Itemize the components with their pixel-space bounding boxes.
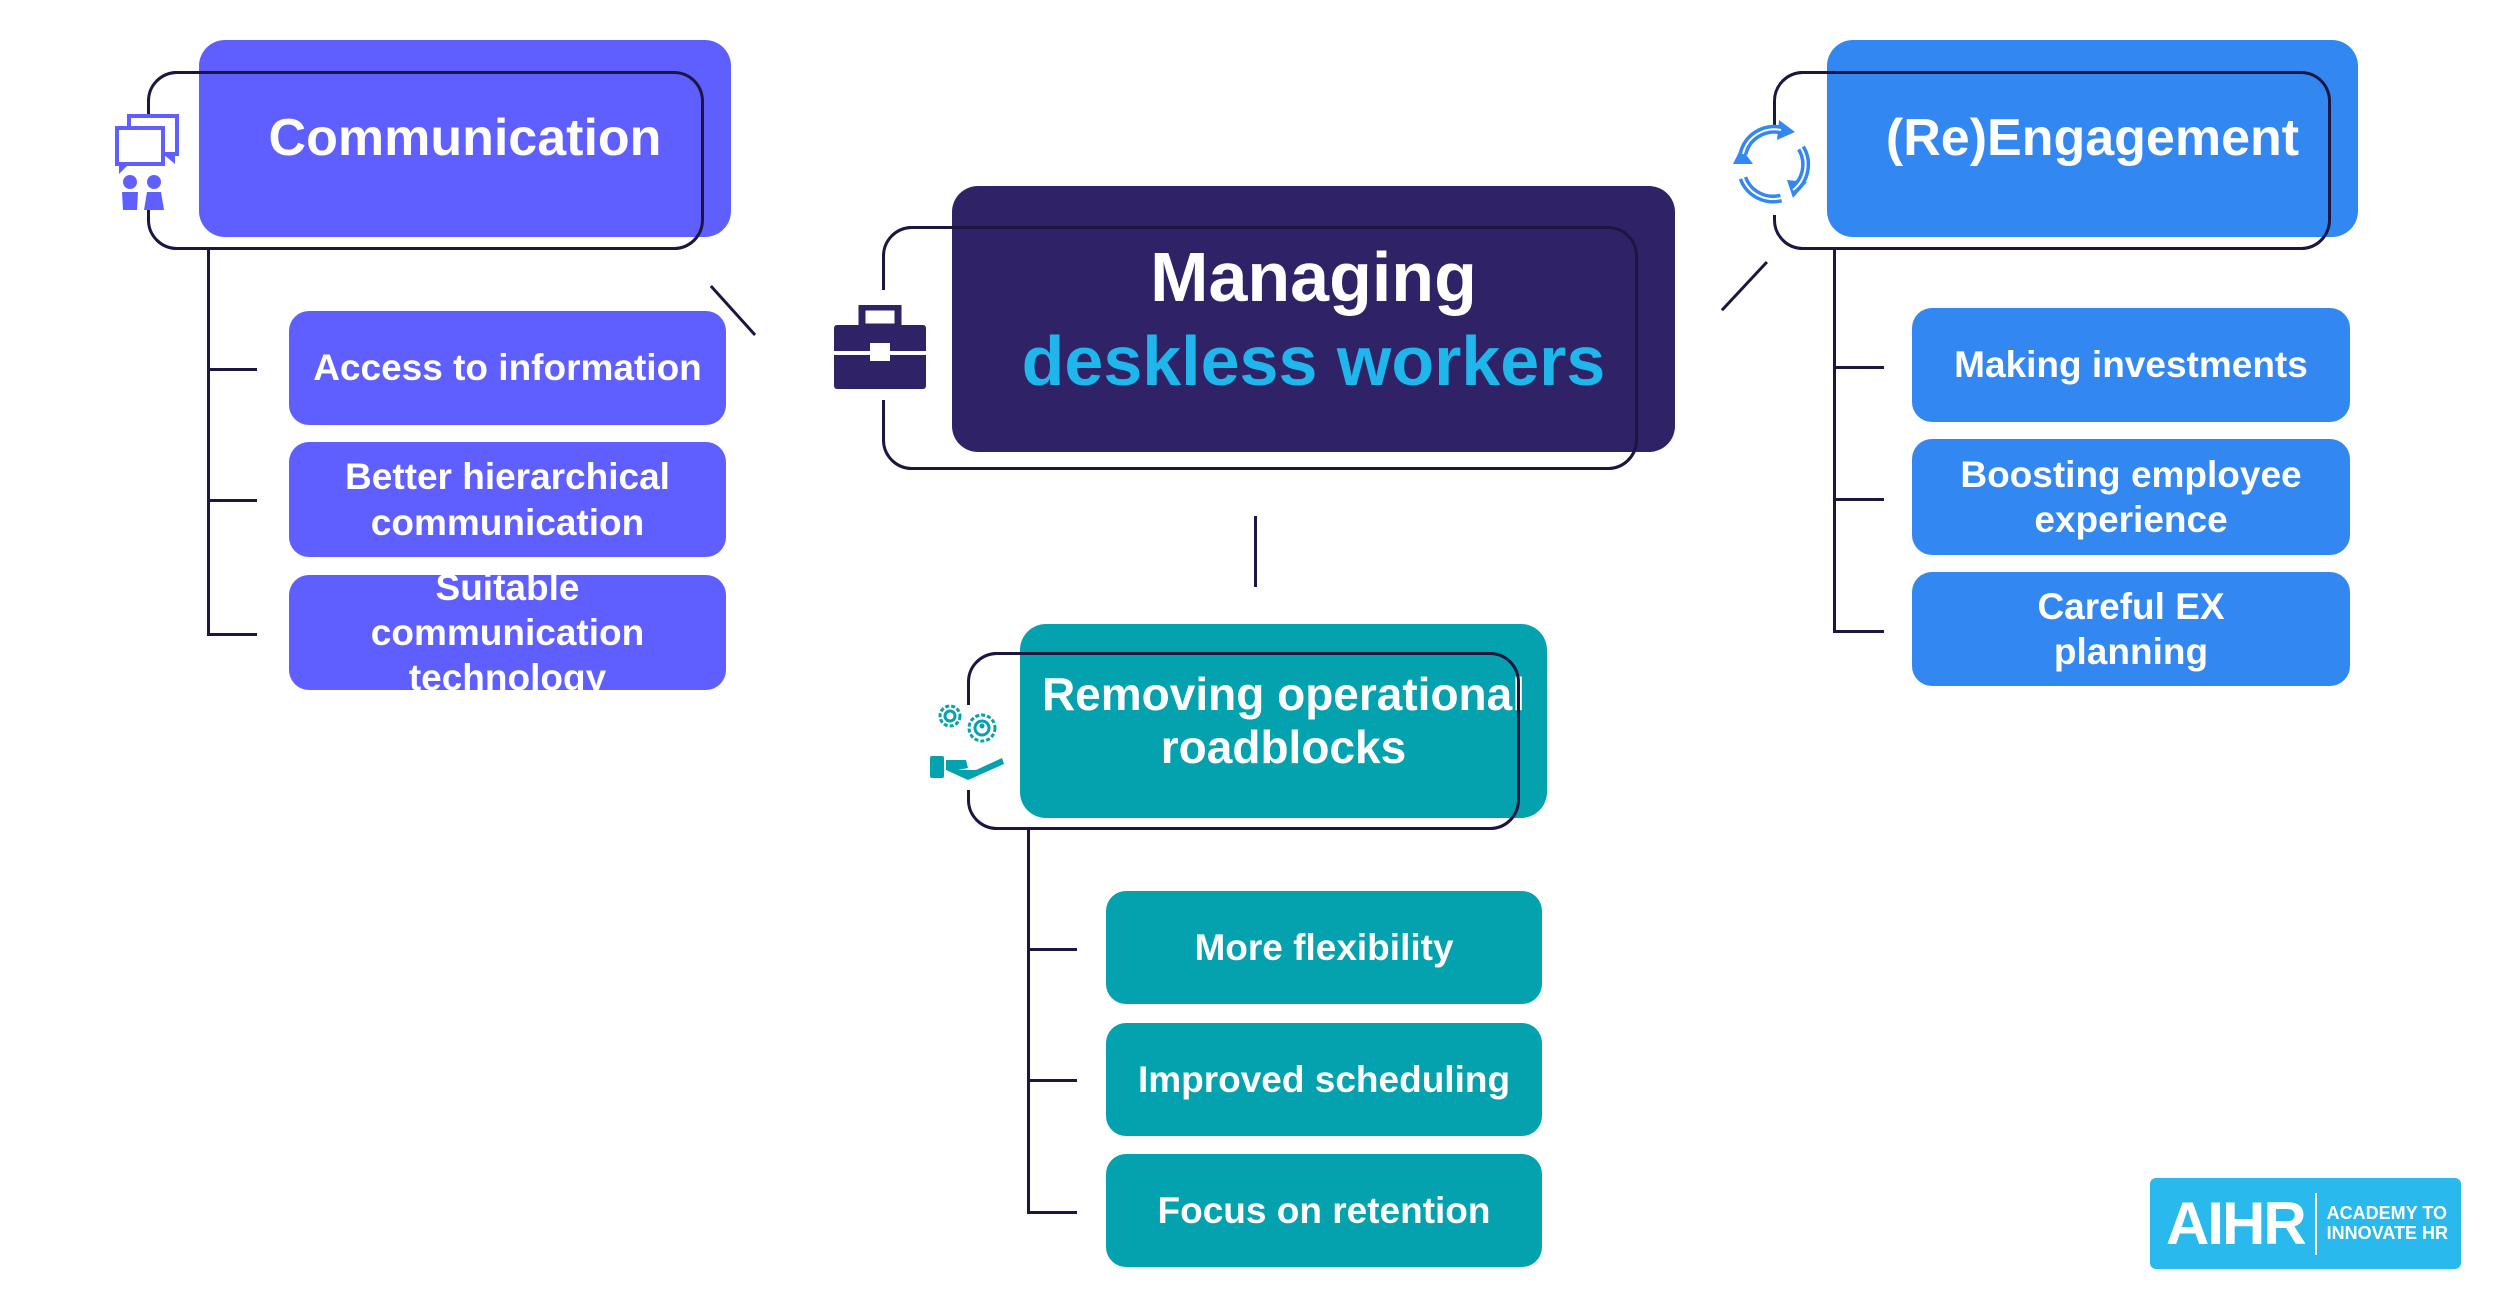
reengagement-item-1-label: Making investments	[1954, 344, 2308, 386]
stub-communication-1	[207, 368, 257, 371]
communication-item-3-label: Suitable communication technology	[370, 566, 645, 699]
operational-item-1[interactable]: More flexibility	[1106, 891, 1542, 1004]
center-title-line1: Managing	[1150, 238, 1477, 316]
trunk-communication	[207, 250, 210, 636]
operational-item-2-label: Improved scheduling	[1137, 1058, 1511, 1100]
reengagement-item-1[interactable]: Making investments	[1912, 308, 2350, 422]
operational-outline-front	[967, 652, 1520, 830]
reengagement-outline-front	[1773, 71, 2331, 250]
chat-people-icon	[113, 112, 183, 212]
aihr-logo-line1: ACADEMY TO	[2326, 1202, 2448, 1223]
operational-title-box[interactable]: Removing operational roadblocks	[1020, 624, 1547, 818]
aihr-logo[interactable]: AIHR ACADEMY TO INNOVATE HR	[2150, 1178, 2461, 1269]
trunk-operational	[1027, 830, 1030, 1214]
reengagement-outline-gap	[1766, 130, 1786, 215]
communication-outline-front	[147, 71, 704, 250]
reengagement-item-2-label: Boosting employee experience	[1960, 453, 2302, 540]
operational-item-2[interactable]: Improved scheduling	[1106, 1023, 1542, 1136]
aihr-logo-text: ACADEMY TO INNOVATE HR	[2326, 1202, 2449, 1244]
reengagement-item-3[interactable]: Careful EX planning	[1912, 572, 2350, 686]
operational-item-1-label: More flexibility	[1194, 926, 1454, 968]
communication-item-1[interactable]: Access to information	[289, 311, 726, 425]
aihr-logo-line2: INNOVATE HR	[2326, 1222, 2449, 1243]
gears-hand-icon	[928, 698, 1008, 780]
stub-communication-3	[207, 633, 257, 636]
aihr-logo-mark: AIHR	[2166, 1190, 2307, 1257]
connector-right-diagonal	[1720, 260, 1768, 312]
center-title-box: Managing deskless workers	[952, 186, 1675, 452]
stub-operational-3	[1027, 1211, 1077, 1214]
briefcase-icon	[832, 305, 928, 391]
center-title-line2: deskless workers	[1021, 322, 1606, 400]
communication-title: Communication	[268, 108, 662, 167]
stub-reengagement-2	[1833, 498, 1884, 501]
operational-title: Removing operational roadblocks	[1041, 668, 1526, 773]
operational-item-3-label: Focus on retention	[1157, 1189, 1491, 1231]
communication-item-3[interactable]: Suitable communication technology	[289, 567, 726, 698]
communication-item-1-label: Access to information	[313, 347, 702, 389]
aihr-logo-divider	[2314, 1192, 2317, 1255]
reengagement-item-3-label: Careful EX planning	[2037, 585, 2225, 672]
communication-item-2-label: Better hierarchical communication	[345, 456, 670, 543]
stub-operational-2	[1027, 1079, 1077, 1082]
reengagement-title: (Re)Engagement	[1885, 108, 2300, 167]
stub-reengagement-1	[1833, 366, 1884, 369]
operational-item-3[interactable]: Focus on retention	[1106, 1154, 1542, 1267]
stub-communication-2	[207, 499, 257, 502]
trunk-reengagement	[1833, 250, 1836, 633]
stub-reengagement-3	[1833, 630, 1884, 633]
connector-center-down	[1254, 516, 1257, 587]
cycle-arrows-icon	[1729, 118, 1815, 208]
communication-item-2[interactable]: Better hierarchical communication	[289, 442, 726, 557]
center-outline-front	[882, 226, 1638, 470]
stub-operational-1	[1027, 948, 1077, 951]
reengagement-item-2[interactable]: Boosting employee experience	[1912, 439, 2350, 555]
